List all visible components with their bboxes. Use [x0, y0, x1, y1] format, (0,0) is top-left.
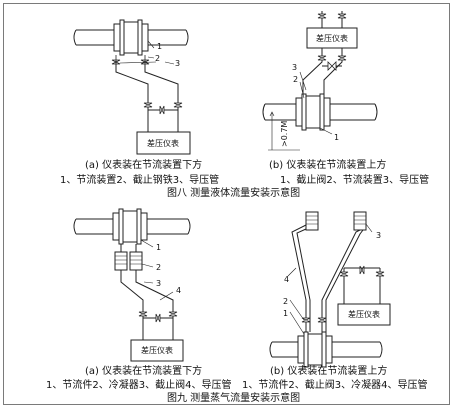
fig9b-leaders	[287, 223, 373, 335]
fig8b-diagram: 差压仪表 >0.7M 3 2 1	[262, 11, 378, 151]
figure-frame	[3, 3, 450, 405]
fig8b-leaders	[299, 71, 333, 135]
fig8b-dp-label: 差压仪表	[316, 33, 348, 43]
fig8a-orifice-flange	[113, 19, 149, 56]
fig8a-dp-box	[136, 131, 191, 155]
fig8b-impulse-lines	[302, 11, 343, 94]
fig9a-leaders	[140, 239, 174, 301]
fig9b-diagram: 差压仪表 4 2 1 3	[269, 211, 391, 368]
fig9a-orifice-flange	[112, 208, 148, 245]
fig8a-label-3: 3	[175, 59, 180, 68]
fig8b-dp-box	[306, 27, 358, 49]
fig9b-label-4: 4	[284, 275, 289, 284]
fig8a-impulse-lines	[115, 64, 179, 132]
fig9a-valve-manifold	[138, 311, 178, 323]
fig9a-label-3: 3	[156, 279, 161, 288]
fig8b-caption: (b) 仪表装在节流装置上方	[269, 160, 387, 171]
fig8a-valve-manifold	[143, 102, 183, 115]
fig8a-diagram: 差压仪表 1 2 3	[73, 19, 191, 155]
fig8b-orifice-flange	[295, 93, 331, 131]
fig9a-condensers	[114, 244, 143, 271]
fig8b-label-1: 1	[334, 133, 339, 142]
fig9b-dp-label: 差压仪表	[348, 309, 380, 319]
fig8-title: 图八 测量液体流量安装示意图	[167, 188, 301, 199]
fig9a-label-4: 4	[176, 286, 181, 295]
fig8a-leaders	[119, 40, 175, 65]
fig9a-impulse-lines	[120, 270, 174, 340]
fig8a-label-1: 1	[157, 42, 162, 51]
fig8b-dimension	[268, 111, 300, 151]
fig9a-label-2: 2	[156, 263, 161, 272]
fig9b-legend: 1、节流件2、截止阀3、冷凝器4、导压管	[242, 380, 428, 391]
fig9b-label-2: 2	[283, 297, 288, 306]
fig9a-caption: (a) 仪表装在节流装置下方	[85, 366, 203, 377]
fig9b-label-3: 3	[376, 231, 381, 240]
fig8b-valves	[317, 13, 347, 71]
fig9a-legend: 1、节流件2、冷凝器3、截止阀4、导压管	[46, 380, 232, 391]
fig8b-label-2: 2	[293, 75, 298, 84]
fig9b-condensers	[305, 211, 367, 231]
fig9b-orifice-flange	[297, 331, 333, 368]
fig9a-dp-box	[130, 339, 184, 362]
fig8a-label-2: 2	[155, 54, 160, 63]
fig8a-legend: 1、节流装置2、截止钢铁3、导压管	[60, 175, 220, 186]
fig8b-dimension-label: >0.7M	[280, 121, 289, 147]
fig9b-caption: (b) 仪表装在节流装置上方	[270, 366, 388, 377]
fig8b-label-3: 3	[292, 63, 297, 72]
fig9b-impulse-lines	[291, 224, 381, 332]
fig9-title: 图九 测量蒸气流量安装示意图	[167, 393, 301, 404]
fig8a-dp-label: 差压仪表	[147, 138, 179, 148]
fig9b-label-1: 1	[283, 309, 288, 318]
fig8a-caption: (a) 仪表装在节流装置下方	[85, 160, 203, 171]
fig9b-dp-box	[337, 303, 391, 326]
fig9a-diagram: 差压仪表 1 2 3 4	[73, 208, 191, 362]
fig9b-valves	[301, 265, 385, 323]
fig9a-dp-label: 差压仪表	[141, 345, 173, 355]
fig9a-label-1: 1	[156, 243, 161, 252]
fig8b-legend: 1、截止阀2、节流装置3、导压管	[280, 175, 430, 186]
